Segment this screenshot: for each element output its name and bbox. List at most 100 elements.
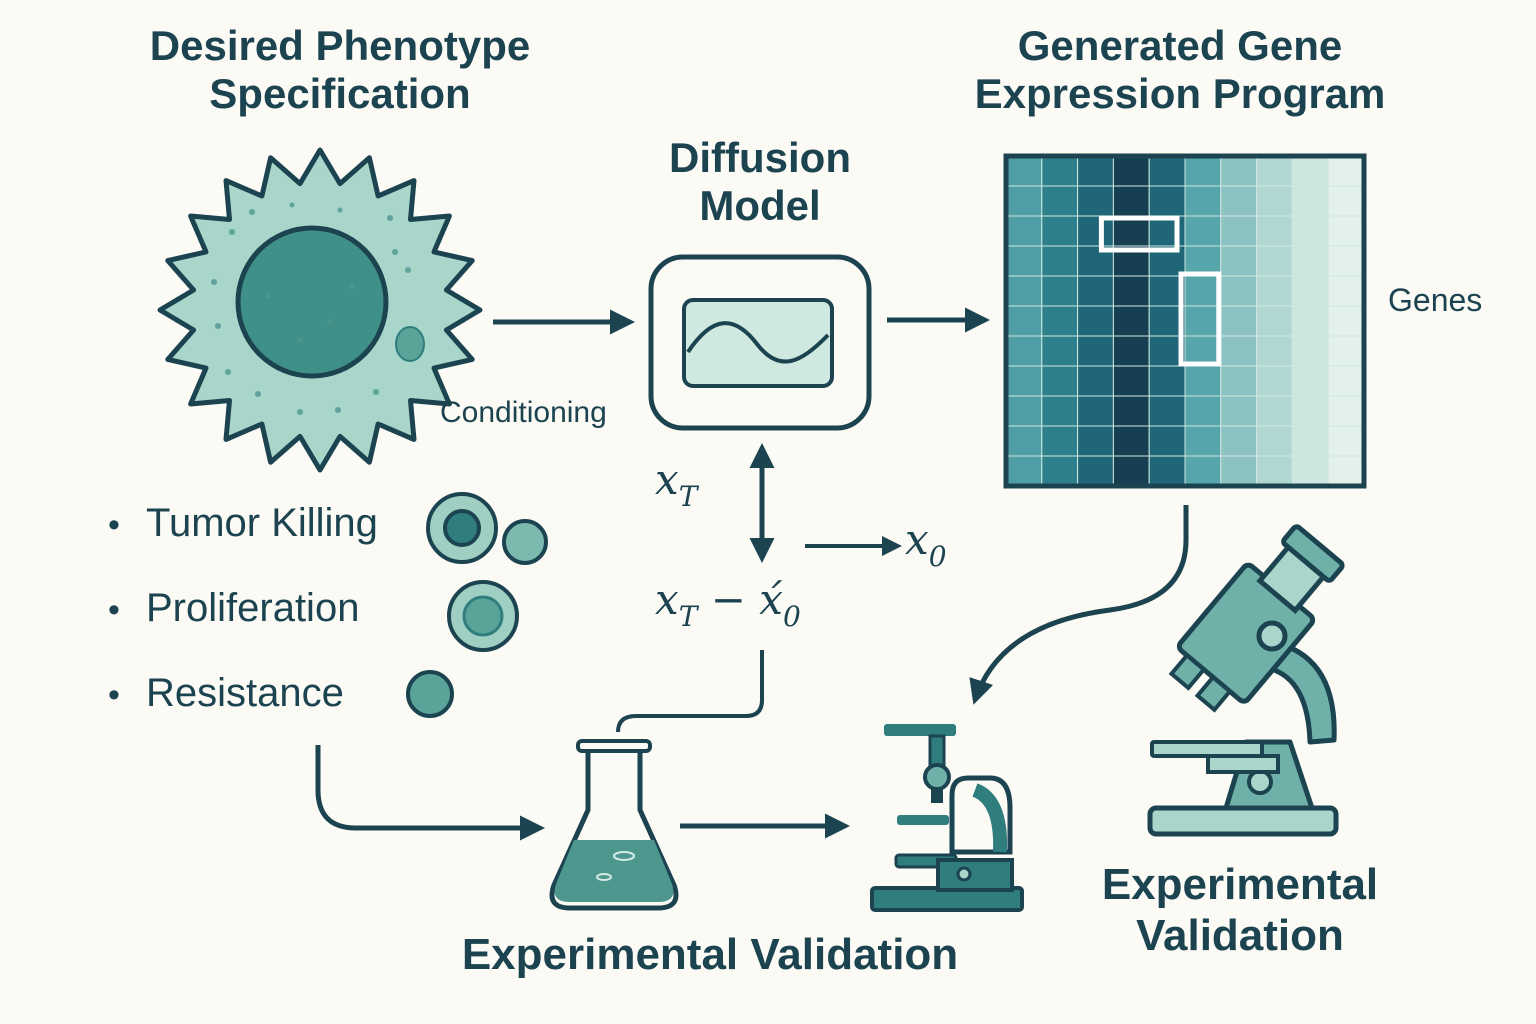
heatmap-cell	[1005, 185, 1043, 217]
heatmap-cell	[1291, 455, 1329, 487]
heatmap-cell	[1291, 275, 1329, 307]
heatmap-highlight	[1178, 271, 1222, 367]
denoise-expression: xT − x́0	[655, 575, 801, 633]
heatmap-cell	[1184, 155, 1222, 187]
heatmap-cell	[1148, 425, 1186, 457]
heatmap-cell	[1112, 185, 1150, 217]
heatmap-cell	[1041, 305, 1079, 337]
heatmap-cell	[1112, 335, 1150, 367]
heatmap-cell	[1291, 395, 1329, 427]
heatmap-frame	[1003, 153, 1367, 489]
heatmap-cell	[1327, 215, 1365, 247]
heatmap-cell	[1077, 185, 1114, 217]
heatmap-cell	[1148, 455, 1186, 487]
heatmap-cell	[1220, 275, 1258, 307]
heatmap-cell	[1005, 335, 1043, 367]
heatmap-cell	[1327, 455, 1365, 487]
heatmap-cell	[1184, 455, 1222, 487]
heatmap-cell	[1220, 245, 1258, 277]
heatmap-cell	[1184, 215, 1222, 247]
heatmap-cell	[1256, 155, 1293, 187]
heatmap-cell	[1327, 335, 1365, 367]
heatmap-cell	[1005, 455, 1043, 487]
heatmap-cell	[1184, 305, 1222, 337]
heatmap-cell	[1327, 185, 1365, 217]
heatmap-cell	[1005, 155, 1043, 187]
heatmap-cell	[1077, 275, 1114, 307]
heatmap-cell	[1327, 245, 1365, 277]
heatmap-cell	[1327, 395, 1365, 427]
program-to-microscope-arrow	[969, 505, 1189, 705]
phenotype-title: Desired Phenotype Specification	[149, 22, 531, 118]
experimental-validation-label-right: Experimental Validation	[1101, 860, 1379, 960]
heatmap-cell	[1327, 365, 1365, 397]
generated-program-title: Generated Gene Expression Program	[974, 22, 1386, 118]
heatmap-cell	[1005, 245, 1043, 277]
heatmap-cell	[1220, 335, 1258, 367]
diffusion-to-flask-connector	[616, 650, 764, 733]
heatmap-cell	[1184, 185, 1222, 217]
heatmap-cell	[1327, 275, 1365, 307]
heatmap-cell	[1077, 155, 1114, 187]
heatmap-cell	[1112, 365, 1150, 397]
heatmap-cell	[1077, 305, 1114, 337]
heatmap-cell	[1184, 365, 1222, 397]
heatmap-cell	[1184, 395, 1222, 427]
heatmap-cell	[1041, 395, 1079, 427]
heatmap-cell	[1256, 185, 1293, 217]
heatmap-cell	[1112, 275, 1150, 307]
heatmap-cell	[1041, 215, 1079, 247]
heatmap-cell	[1112, 425, 1150, 457]
heatmap-cell	[1148, 365, 1186, 397]
heatmap-cell	[1256, 275, 1293, 307]
heatmap-cell	[1256, 425, 1293, 457]
heatmap-cell	[1291, 185, 1329, 217]
heatmap-cell	[1077, 335, 1114, 367]
heatmap-cell	[1041, 425, 1079, 457]
heatmap-cell	[1041, 245, 1079, 277]
phenotype-item: Resistance	[108, 668, 378, 753]
heatmap-cell	[1041, 155, 1079, 187]
heatmap-cell	[1256, 335, 1293, 367]
heatmap-cell	[1005, 275, 1043, 307]
genes-label: Genes	[1388, 282, 1483, 318]
heatmap-cell	[1327, 305, 1365, 337]
heatmap-cell	[1077, 425, 1114, 457]
heatmap-cell	[1291, 335, 1329, 367]
conditioning-label: Conditioning	[440, 396, 607, 429]
x-0-symbol: x0	[905, 515, 947, 573]
resistance-cell-icon	[406, 670, 454, 718]
heatmap-cell	[1148, 395, 1186, 427]
heatmap-cell	[1256, 455, 1293, 487]
diffusion-model-box	[648, 254, 872, 431]
heatmap-cell	[1112, 215, 1150, 247]
heatmap-cell	[1291, 365, 1329, 397]
heatmap-cell	[1041, 275, 1079, 307]
heatmap-cell	[1220, 185, 1258, 217]
heatmap-cell	[1112, 155, 1150, 187]
experimental-validation-label: Experimental Validation	[461, 930, 959, 979]
heatmap-cell	[1005, 395, 1043, 427]
heatmap-cell	[1291, 305, 1329, 337]
cell-icon	[157, 147, 483, 473]
heatmap-cell	[1256, 365, 1293, 397]
x-t-symbol: xT	[655, 455, 698, 513]
heatmap-cell	[1256, 395, 1293, 427]
heatmap-cell	[1291, 215, 1329, 247]
heatmap-cell	[1256, 215, 1293, 247]
heatmap-cell	[1041, 455, 1079, 487]
heatmap-cell	[1005, 305, 1043, 337]
phenotype-item: Tumor Killing	[108, 498, 378, 583]
microscope-large-icon	[1147, 524, 1345, 837]
tumor-killing-cells-icon	[426, 492, 548, 565]
heatmap-highlight	[1098, 215, 1180, 253]
heatmap-cell	[1184, 275, 1222, 307]
heatmap-cell	[1041, 335, 1079, 367]
phenotype-to-flask-arrow	[315, 745, 545, 841]
heatmap-cell	[1256, 305, 1293, 337]
heatmap-cell	[1112, 455, 1150, 487]
heatmap-cell	[1148, 155, 1186, 187]
heatmap-cell	[1256, 245, 1293, 277]
heatmap-cell	[1220, 215, 1258, 247]
